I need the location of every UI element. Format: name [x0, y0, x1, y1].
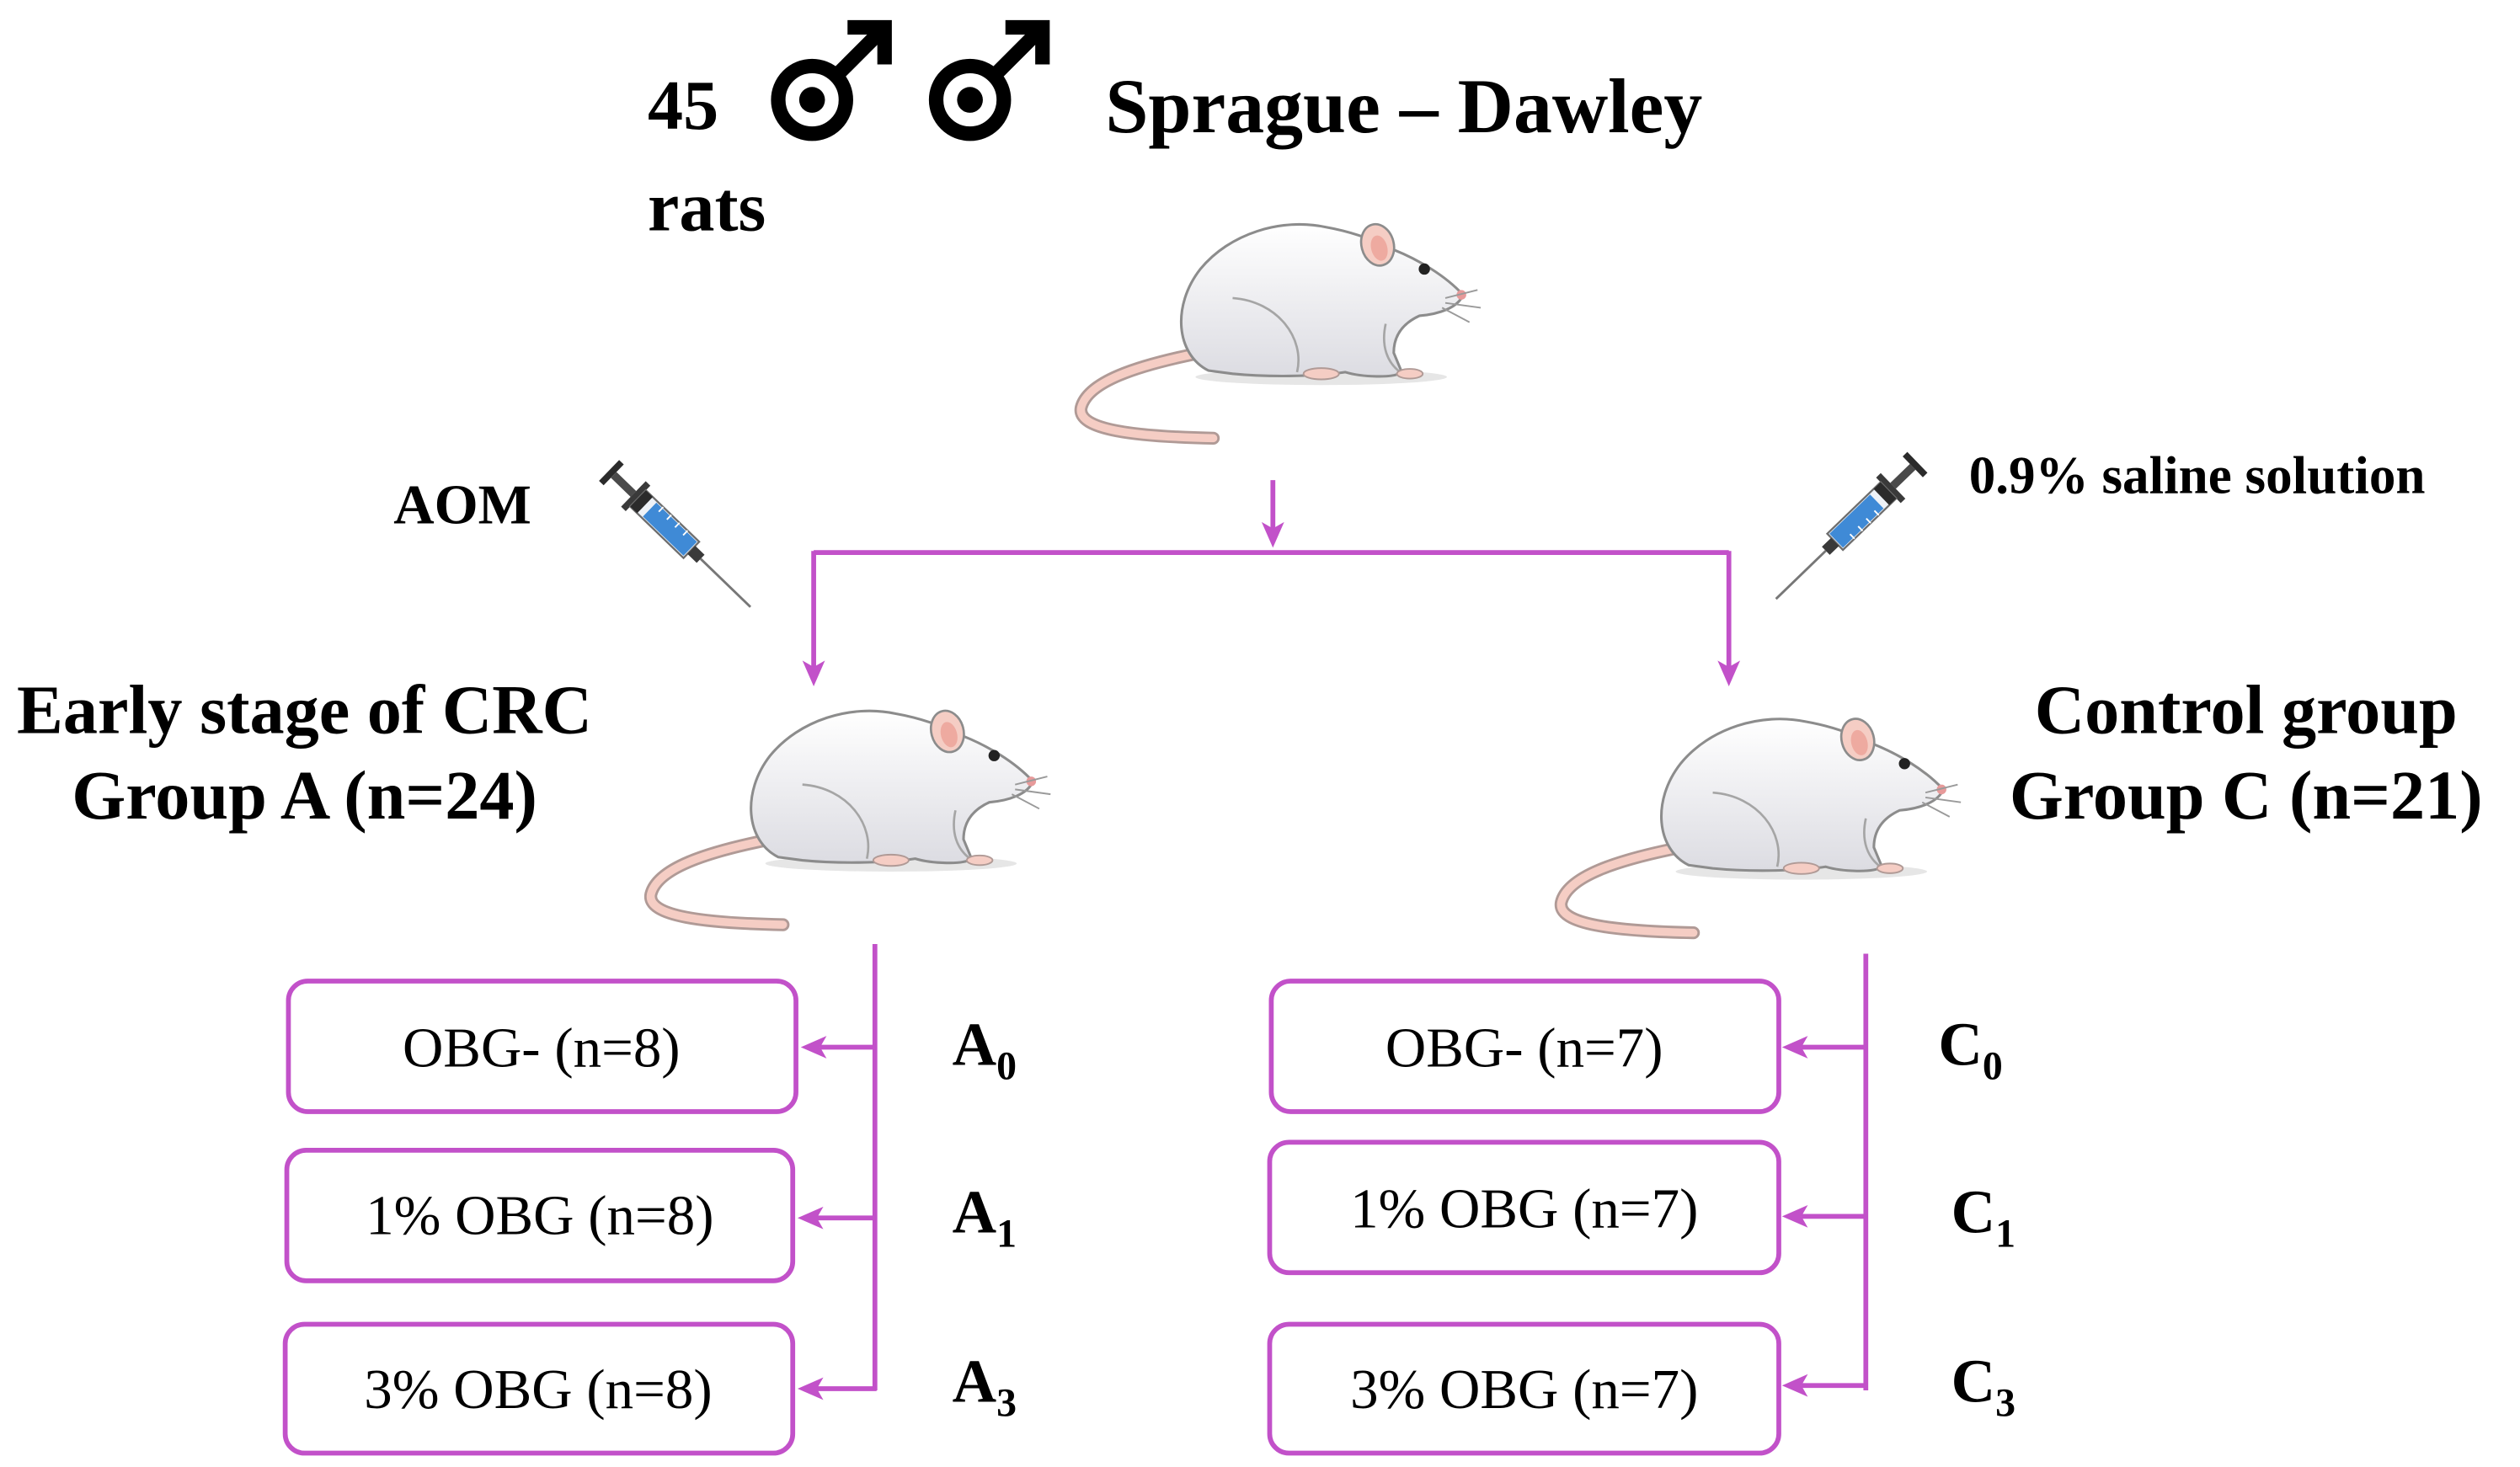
subgroup-code-letter: C	[1951, 1177, 1996, 1246]
subgroup-label: OBG- (n=7)	[1385, 1016, 1663, 1079]
arrowhead	[1781, 1374, 1808, 1397]
subgroup-code-subscript: 0	[1983, 1044, 2003, 1089]
subgroup-label: 3% OBG (n=8)	[364, 1358, 712, 1421]
subgroup-label: 3% OBG (n=7)	[1350, 1358, 1698, 1421]
strain-name: Sprague – Dawley	[1105, 63, 1702, 149]
arrowhead	[1781, 1204, 1808, 1228]
rat-count-unit: rats	[648, 168, 766, 247]
male-symbol-icon	[936, 28, 1042, 134]
arrowhead	[802, 660, 825, 686]
subgroup-box	[286, 979, 798, 1114]
syringe-icon	[1762, 448, 1931, 613]
subgroup-code: A3	[953, 1347, 1017, 1425]
subgroup-box	[1267, 1321, 1781, 1456]
group-a-subtitle: Group A (n=24)	[72, 757, 537, 834]
subgroup-label: OBG- (n=8)	[403, 1016, 681, 1079]
arrowhead	[797, 1377, 824, 1400]
group-c-title: Control group	[2035, 671, 2458, 748]
treatment-label-right: 0.9% saline solution	[1969, 445, 2426, 504]
arrowhead	[797, 1206, 824, 1230]
subgroup-box	[282, 1321, 796, 1456]
subgroup-code-subscript: 3	[996, 1381, 1017, 1426]
rat-icon	[651, 707, 1051, 926]
subgroup-label: 1% OBG (n=7)	[1350, 1178, 1698, 1240]
subgroup-box	[1267, 1139, 1781, 1276]
subgroup-code-subscript: 3	[1995, 1381, 2015, 1426]
subgroup-code-letter: A	[953, 1011, 997, 1079]
subgroup-code: A1	[953, 1177, 1017, 1256]
subgroup-code: A0	[953, 1011, 1017, 1089]
syringe-icon	[595, 456, 765, 621]
subgroup-code-letter: C	[1951, 1347, 1996, 1415]
arrowhead	[800, 1036, 827, 1059]
subgroup-code-subscript: 1	[996, 1212, 1017, 1256]
subgroup-code-subscript: 0	[996, 1044, 1017, 1089]
rat-count: 45	[648, 67, 718, 145]
subgroup-code-letter: C	[1938, 1011, 1983, 1079]
rat-icon	[1081, 221, 1481, 439]
subgroup-box	[1268, 979, 1781, 1114]
rat-icon	[1561, 715, 1961, 933]
subgroup-code-subscript: 1	[1995, 1212, 2015, 1256]
group-c-subtitle: Group C (n=21)	[2010, 757, 2483, 834]
subgroup-code: C0	[1938, 1011, 2002, 1089]
subgroup-label: 1% OBG (n=8)	[366, 1184, 713, 1246]
subgroup-box	[284, 1148, 796, 1283]
subgroup-code-letter: A	[953, 1347, 997, 1415]
subgroup-code: C3	[1951, 1347, 2015, 1425]
arrowhead	[1781, 1036, 1808, 1059]
treatment-label-left: AOM	[393, 474, 531, 536]
group-a-title: Early stage of CRC	[17, 671, 592, 748]
subgroup-code-letter: A	[953, 1177, 997, 1246]
arrowhead	[1717, 660, 1741, 686]
male-symbol-icon	[778, 28, 884, 134]
arrowhead	[1261, 521, 1284, 548]
subgroup-code: C1	[1951, 1177, 2015, 1256]
